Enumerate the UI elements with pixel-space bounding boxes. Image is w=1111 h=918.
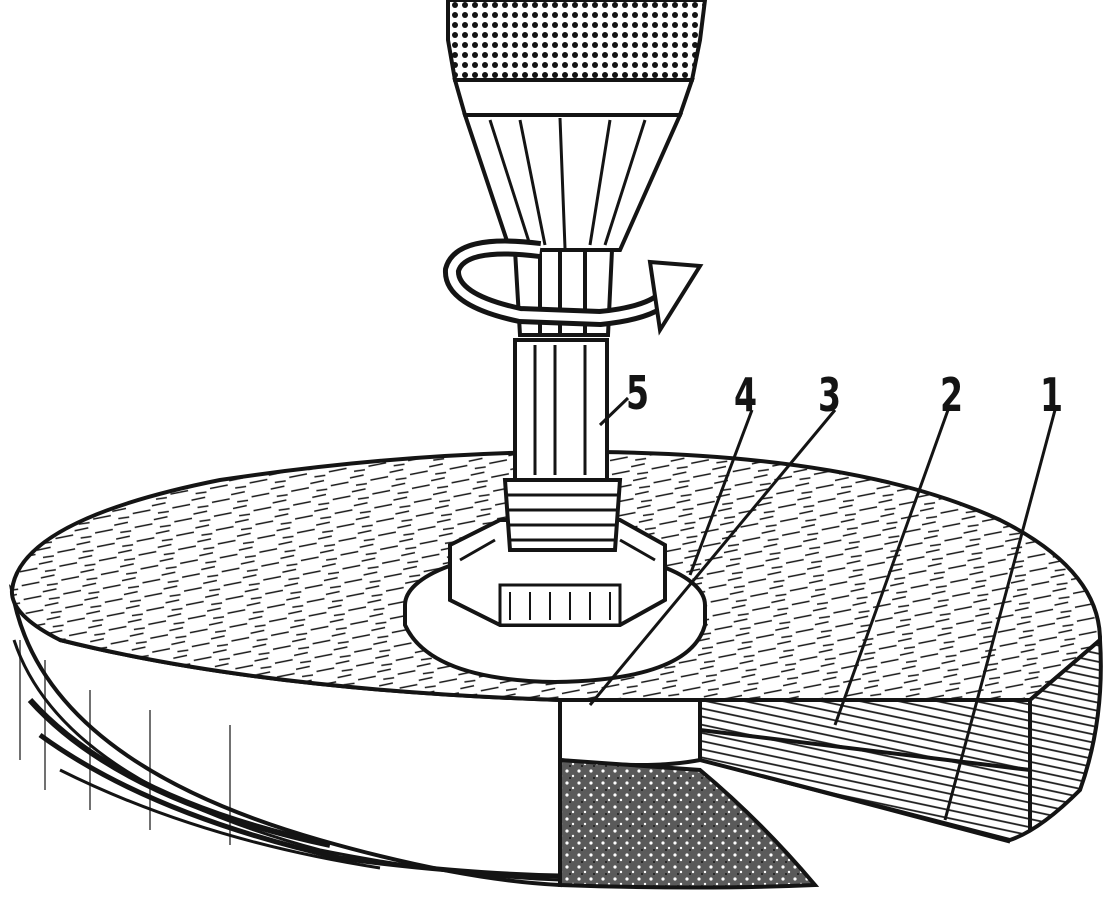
leader-2: [833, 409, 950, 726]
leader-4: [688, 409, 754, 576]
leader-3: [588, 409, 837, 706]
callout-3: 3: [818, 368, 842, 422]
leader-5: [598, 396, 630, 427]
abrasive-wedge: [558, 698, 820, 890]
spindle: [502, 338, 623, 552]
disc-cutaway-layers: [698, 635, 1103, 844]
callout-1: 1: [1040, 368, 1064, 422]
disc-side-wall: [8, 583, 562, 888]
rotation-arrow-icon: [443, 238, 704, 336]
callout-4: 4: [734, 368, 758, 422]
leader-1: [943, 409, 1057, 821]
callout-5: 5: [626, 366, 650, 420]
callout-2: 2: [940, 368, 964, 422]
leader-lines: [588, 396, 1057, 821]
